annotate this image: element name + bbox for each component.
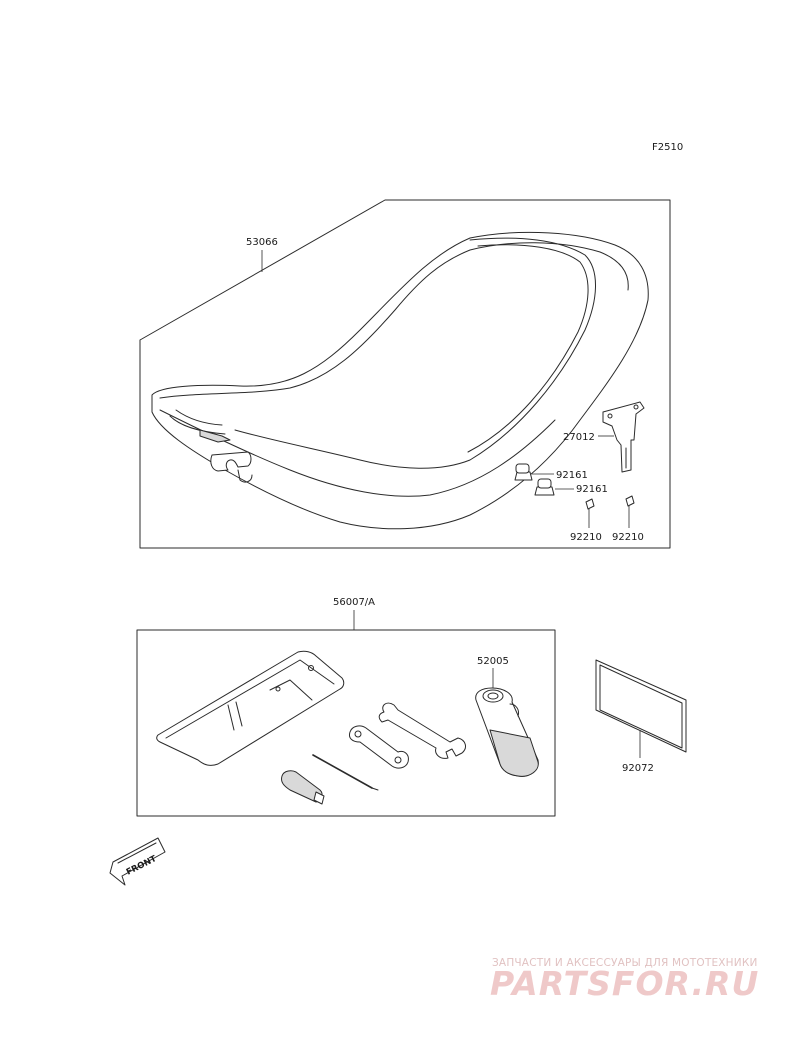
watermark-subtitle: ЗАПЧАСТИ И АКСЕССУАРЫ ДЛЯ МОТОТЕХНИКИ bbox=[492, 957, 758, 969]
manual-case-group: 92072 bbox=[595, 659, 687, 774]
box-wrench-drawing bbox=[349, 725, 409, 769]
seat-drawing bbox=[151, 231, 649, 530]
label-clip-a: 92210 bbox=[570, 532, 602, 543]
screwdriver-handle-drawing bbox=[281, 770, 325, 805]
screwdriver-drawing bbox=[312, 754, 379, 791]
label-tool-kit: 56007/A bbox=[333, 597, 375, 608]
damper-a-drawing bbox=[514, 463, 533, 481]
clip-a-drawing bbox=[585, 498, 595, 510]
seat-group: 53066 27012 92161 92161 92210 bbox=[139, 199, 671, 549]
label-clip-b: 92210 bbox=[612, 532, 644, 543]
tool-kit-group: 56007/A bbox=[136, 597, 556, 817]
tool-kit-frame bbox=[136, 629, 556, 817]
label-tool-case: 52005 bbox=[477, 656, 509, 667]
figure-code: F2510 bbox=[652, 142, 683, 153]
bracket-drawing bbox=[602, 401, 645, 473]
label-manual-case: 92072 bbox=[622, 763, 654, 774]
spanner-drawing bbox=[378, 702, 466, 759]
seat-frame bbox=[139, 199, 671, 549]
front-arrow-icon: FRONT bbox=[109, 837, 166, 886]
watermark: ЗАПЧАСТИ И АКСЕССУАРЫ ДЛЯ МОТОТЕХНИКИ PA… bbox=[490, 957, 759, 1003]
watermark-brand: PARTSFOR.RU bbox=[490, 964, 759, 1003]
damper-b-drawing bbox=[534, 478, 555, 496]
clip-b-drawing bbox=[625, 495, 635, 507]
label-seat: 53066 bbox=[246, 237, 278, 248]
label-damper-b: 92161 bbox=[576, 484, 608, 495]
tool-pouch-drawing bbox=[156, 650, 345, 766]
label-damper-a: 92161 bbox=[556, 470, 588, 481]
label-bracket: 27012 bbox=[563, 432, 595, 443]
manual-case-drawing bbox=[595, 659, 687, 753]
tool-case-drawing bbox=[475, 687, 539, 777]
